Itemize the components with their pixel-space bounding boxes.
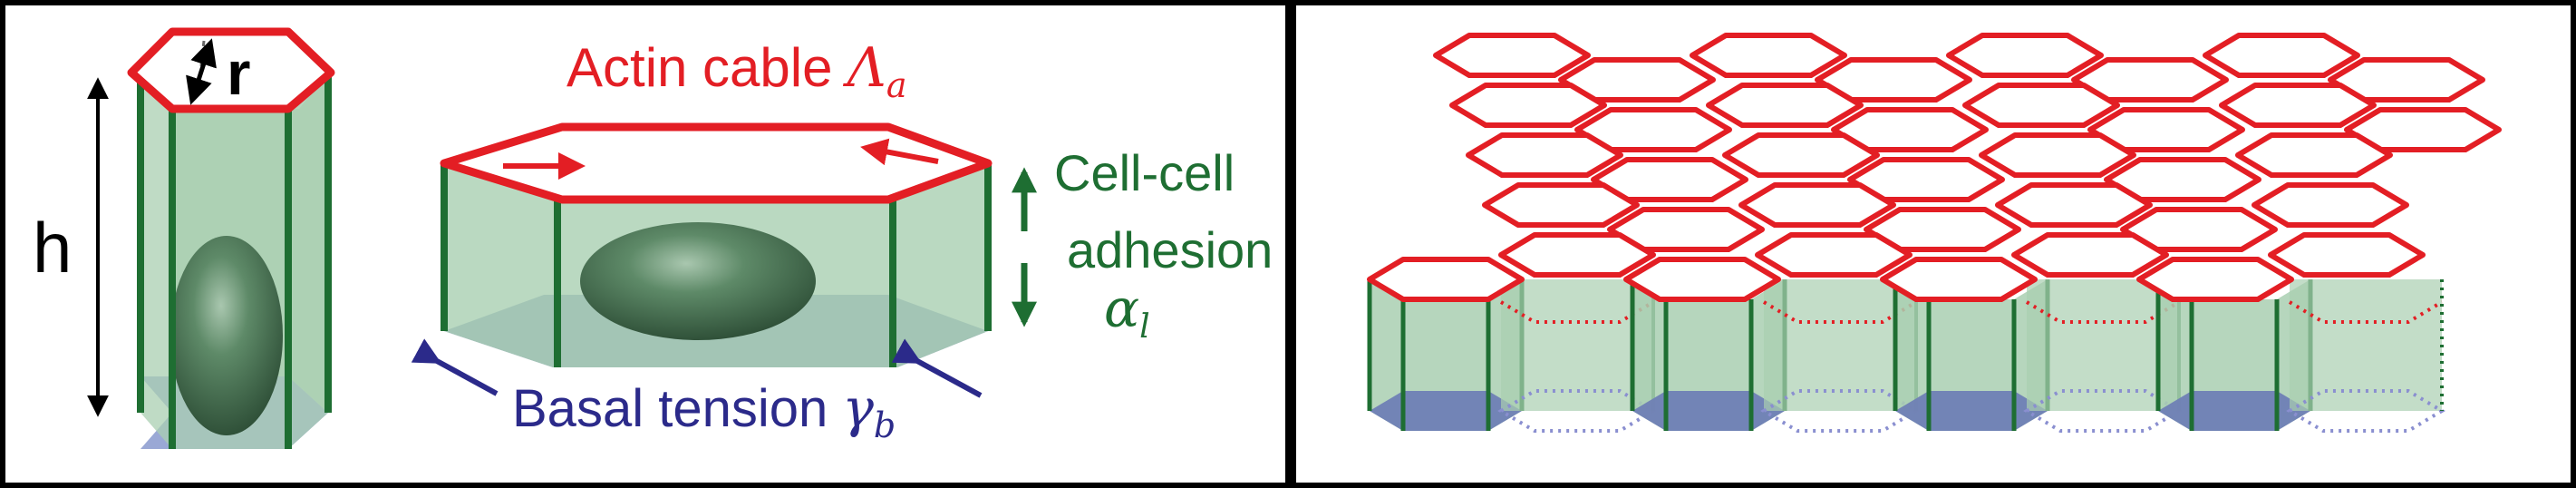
tissue-apical-cell	[1367, 257, 1525, 302]
tissue-cell-apical-outline	[1499, 300, 1655, 324]
basal-arrow-left	[411, 338, 499, 396]
tissue-cell-column	[2155, 279, 2313, 431]
tissue-cell-wall	[1764, 279, 1916, 411]
tissue-cell-column	[1893, 279, 2050, 431]
tissue-apical-cell	[2203, 33, 2360, 78]
tissue-apical-cell	[1755, 232, 1913, 278]
tissue-apical-cell	[1979, 132, 2136, 178]
tissue-apical-cell	[2219, 83, 2377, 128]
tissue-apical-cell	[1433, 33, 1591, 78]
tissue-apical-cell	[1738, 182, 1896, 228]
tissue-apical-cell	[1623, 257, 1781, 302]
tissue-cell-column	[1367, 279, 1525, 431]
tissue-cell-wall	[2027, 279, 2179, 411]
cell-cell-label-line2: adhesion	[1067, 221, 1273, 278]
tissue-apical-cell	[2235, 132, 2393, 178]
tissue-cell-basal	[1632, 391, 1785, 431]
tall-cell-apical-face	[127, 27, 335, 113]
tissue-apical-cell	[1722, 132, 1880, 178]
flat-cell-apical-face	[440, 122, 993, 204]
flat-cell-nucleus	[580, 222, 816, 340]
tissue-cell-basal	[1370, 391, 1522, 431]
tall-cell: r h	[33, 27, 335, 449]
radius-label: r	[227, 39, 250, 108]
radius-arrow	[186, 38, 217, 105]
adhesion-symbol: αl	[1104, 278, 1150, 346]
tissue-cell-column-hidden	[2286, 279, 2445, 433]
tissue-cell-basal	[1895, 391, 2048, 431]
tissue-walls	[1367, 279, 2445, 433]
tissue-apical-cell	[1962, 83, 2120, 128]
right-panel-frame	[1291, 0, 2576, 488]
tissue-apical-cell	[1880, 257, 2038, 302]
tissue-apical-cell	[2136, 257, 2294, 302]
flat-cell	[411, 122, 1037, 398]
tissue-apical-cell	[1995, 182, 2153, 228]
tissue-cell-wall	[1501, 279, 1653, 411]
tissue-cell-column	[1630, 279, 1787, 431]
basal-arrow-right	[891, 338, 983, 398]
tissue-cell-apical-outline	[1762, 300, 1918, 324]
actin-arrow-left	[860, 138, 939, 166]
tissue-apical-cell	[2252, 182, 2409, 228]
left-panel-frame	[0, 0, 1291, 488]
tissue-cell-apical-outline	[2025, 300, 2181, 324]
tall-cell-nucleus	[170, 236, 283, 435]
tissue-apical-layer	[1367, 33, 2502, 302]
tissue-apical-cell	[2011, 232, 2169, 278]
tissue-cell-apical-outline	[2288, 300, 2444, 324]
tissue-apical-cell	[1466, 132, 1623, 178]
tissue-apical-cell	[2268, 232, 2426, 278]
cell-cell-label-line1: Cell-cell	[1054, 144, 1235, 201]
tissue-cell-basal	[2158, 391, 2310, 431]
tissue-apical-cell	[1449, 83, 1607, 128]
tissue-apical-cell	[1690, 33, 1847, 78]
tissue-apical-cell	[1482, 182, 1640, 228]
tissue-lattice	[1367, 33, 2502, 433]
tissue-apical-cell	[1498, 232, 1656, 278]
height-label: h	[33, 208, 72, 288]
tissue-apical-cell	[1946, 33, 2104, 78]
tissue-apical-cell	[1706, 83, 1864, 128]
tissue-cell-wall	[2290, 279, 2442, 411]
